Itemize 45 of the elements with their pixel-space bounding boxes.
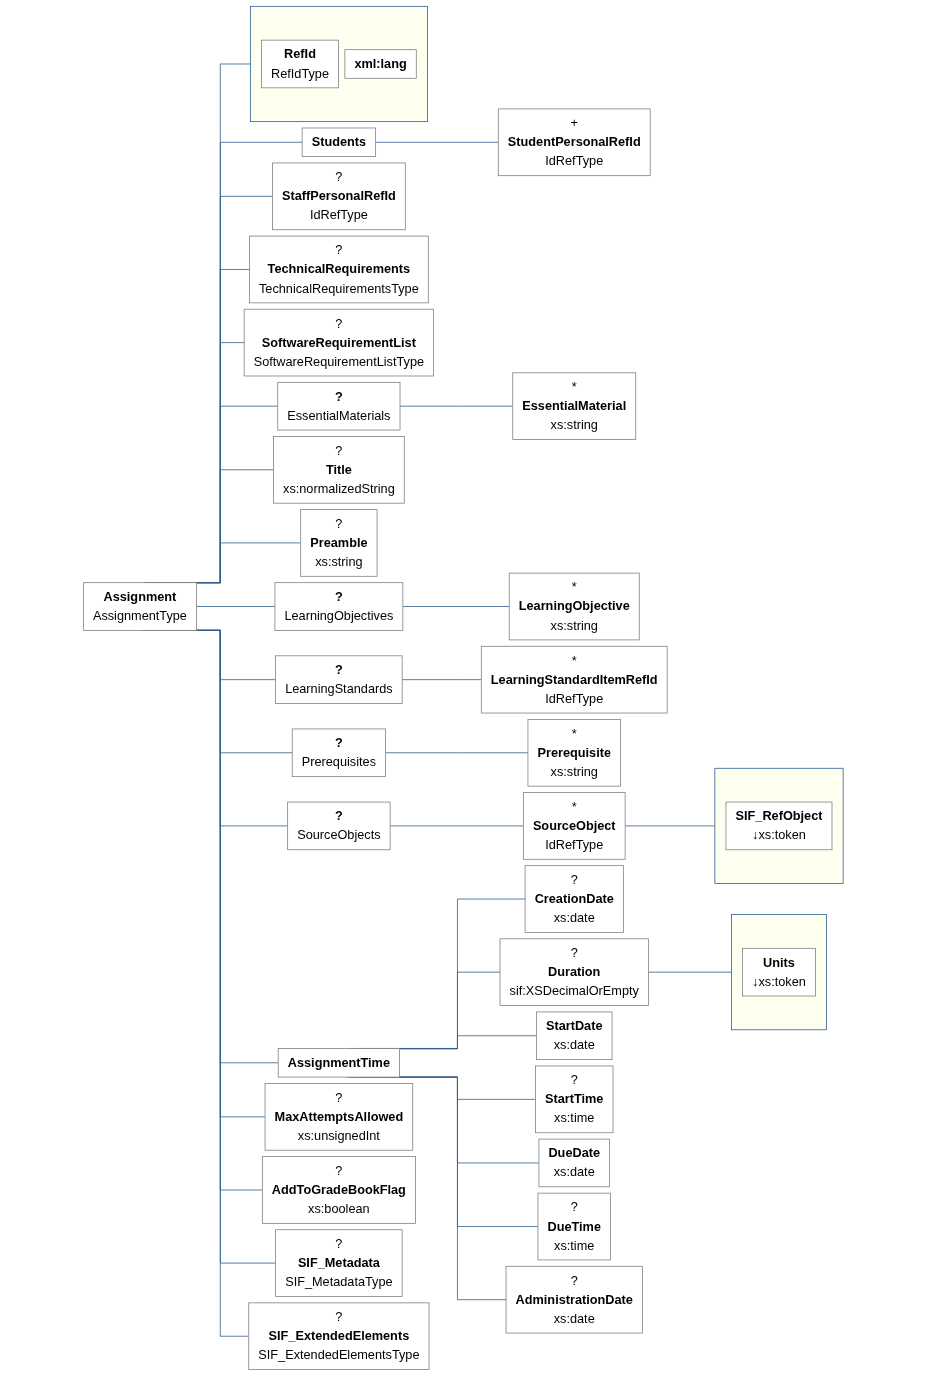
node-box: ? EssentialMaterials [277, 381, 401, 431]
node-box: ? Duration sif:XSDecimalOrEmpty [499, 938, 649, 1006]
node-box: ? StaffPersonalRefId IdRefType [271, 162, 406, 231]
node-box: ? AddToGradeBookFlag xs:boolean [261, 1156, 416, 1224]
node-box: xml:lang [344, 49, 417, 79]
node-box: ? SourceObjects [287, 801, 391, 851]
cluster [249, 5, 428, 122]
connector [647, 971, 732, 973]
node-box: ? DueTime xs:time [537, 1192, 611, 1261]
node-box: AssignmentTime [277, 1048, 400, 1078]
node-box: ? Preamble xs:string [300, 509, 378, 577]
node-box: ? SoftwareRequirementList SoftwareRequirementListType [243, 308, 434, 377]
cluster [730, 914, 827, 1031]
connector [398, 1035, 537, 1050]
cluster [714, 767, 844, 884]
node-box: Assignment AssignmentType [82, 582, 197, 631]
node-box: ? Title xs:normalizedString [272, 436, 405, 504]
node-box: ? TechnicalRequirements TechnicalRequirementsType [248, 235, 429, 304]
node-box: DueDate xs:date [538, 1138, 610, 1188]
node-box: * Prerequisite xs:string [527, 719, 621, 787]
node-box: Students [301, 127, 376, 157]
node-box: SIF_RefObject ↓xs:token [725, 801, 833, 851]
node-box: StartDate xs:date [535, 1011, 613, 1060]
node-box: ? CreationDate xs:date [524, 865, 624, 933]
node-box: ? MaxAttemptsAllowed xs:unsignedInt [264, 1083, 413, 1151]
connector [384, 752, 529, 754]
node-box: ? SIF_ExtendedElements SIF_ExtendedElementsType [248, 1302, 430, 1371]
connector [375, 141, 499, 143]
node-box: * LearningStandardItemRefId IdRefType [480, 645, 668, 714]
node-box: * EssentialMaterial xs:string [512, 372, 636, 440]
connector [401, 679, 482, 681]
node-box: ? StartTime xs:time [534, 1065, 614, 1134]
node-box: ? AdministrationDate xs:date [505, 1265, 643, 1334]
node-box: * LearningObjective xs:string [508, 572, 640, 641]
node-box: ? LearningObjectives [274, 582, 403, 631]
node-box: ? SIF_Metadata SIF_MetadataType [274, 1229, 403, 1297]
node-box: ? Prerequisites [291, 728, 386, 777]
connector [624, 825, 715, 827]
node-box: * SourceObject IdRefType [522, 792, 626, 860]
node-box: Units ↓xs:token [741, 947, 816, 997]
node-box: RefId RefIdType [260, 39, 339, 89]
connector [195, 606, 276, 607]
node-box: ? LearningStandards [274, 655, 403, 704]
node-box: + StudentPersonalRefId IdRefType [497, 108, 651, 177]
connector [402, 606, 510, 607]
